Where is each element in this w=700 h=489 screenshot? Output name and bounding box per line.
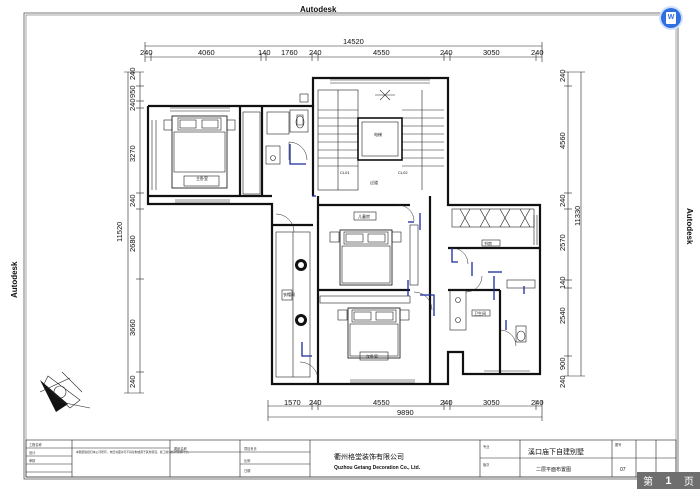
dim-bottom-4: 3050 <box>483 398 500 407</box>
right-rooms: 书房 卫生间 <box>449 208 536 347</box>
tb-cell-2: 审核 <box>29 458 36 463</box>
dim-right-3: 2570 <box>558 234 567 251</box>
dim-left-4: 240 <box>128 194 137 207</box>
label-c2: CL02 <box>398 170 408 175</box>
watermark-right: Autodesk <box>685 208 694 245</box>
wardrobe-column: 衣帽间 <box>275 213 319 381</box>
tb-cell-3: 图纸名称 <box>174 446 188 451</box>
dim-top-8: 240 <box>531 48 544 57</box>
dim-bottom-0: 1570 <box>284 398 301 407</box>
dim-right-0: 240 <box>558 69 567 82</box>
dim-right-total: 11330 <box>573 206 582 226</box>
label-c1: CL01 <box>340 170 350 175</box>
dim-left-1: 950 <box>128 85 137 98</box>
tb-cell-4: 项目负责 <box>244 446 257 451</box>
room-laundry: 衣帽间 <box>283 291 295 297</box>
dim-left-7: 240 <box>128 375 137 388</box>
dim-bottom-1: 240 <box>309 398 322 407</box>
north-arrow <box>39 371 91 412</box>
room-hall: 过道 <box>370 179 378 185</box>
tb-cell-6: 比例 <box>244 458 250 463</box>
page-prefix: 第 <box>643 477 654 488</box>
tb-cell-0: 工程名称 <box>29 442 43 447</box>
dim-top-total: 14520 <box>343 37 364 46</box>
room-bath: 卫生间 <box>474 310 486 316</box>
dim-top-2: 140 <box>258 48 271 57</box>
bottom-dimensions: 1570 240 4550 240 3050 240 9890 <box>267 398 544 421</box>
dim-top-0: 240 <box>140 48 153 57</box>
tb-cell-8: 专业 <box>483 444 489 449</box>
dim-left-0: 240 <box>128 67 137 80</box>
dim-top-5: 4550 <box>373 48 390 57</box>
room-elevator: 电梯 <box>374 131 382 137</box>
tb-cell-5: 图号 <box>615 442 621 447</box>
dim-right-5: 2540 <box>558 307 567 324</box>
room-bed3: 次卧室 <box>366 353 378 359</box>
company-name-cn: 衢州格堂装饰有限公司 <box>334 452 404 461</box>
dim-top-6: 240 <box>440 48 453 57</box>
tb-cell-7: 日期 <box>244 468 250 473</box>
document-icon: W <box>666 12 676 24</box>
dim-right-1: 4560 <box>558 132 567 149</box>
dim-right-7: 240 <box>558 375 567 388</box>
page-number: 1 <box>665 474 672 487</box>
watermark-left: Autodesk <box>10 261 19 298</box>
master-bath <box>242 93 309 195</box>
dim-bottom-2: 4550 <box>373 398 390 407</box>
dim-left-2: 240 <box>128 98 137 111</box>
project-name: 溪口庙下自建别墅 <box>528 447 584 456</box>
dim-top-4: 240 <box>309 48 322 57</box>
watermark-top: Autodesk <box>300 5 337 14</box>
dim-bottom-3: 240 <box>440 398 453 407</box>
room-master: 主卧室 <box>196 175 208 181</box>
dim-bottom-5: 240 <box>531 398 544 407</box>
windows <box>151 79 538 383</box>
dim-top-3: 1760 <box>281 48 298 57</box>
page-suffix: 页 <box>683 477 694 488</box>
blue-lines <box>289 144 525 357</box>
master-bedroom: 主卧室 <box>163 115 236 189</box>
room-study: 书房 <box>484 240 492 246</box>
dim-right-2: 240 <box>558 194 567 207</box>
right-dimensions: 240 4560 240 2570 140 2540 900 240 11330 <box>558 69 585 388</box>
dim-bottom-total: 9890 <box>397 408 414 417</box>
exterior-walls <box>146 76 542 386</box>
stair-elevator: 电梯 过道 CL01 CL02 <box>317 89 444 191</box>
bedroom-3: 次卧室 <box>319 291 433 361</box>
left-dimensions: 240 950 240 3270 240 2680 3660 240 11520 <box>115 67 144 394</box>
top-dimensions: 14520 240 4060 140 1760 240 4550 240 305… <box>140 37 544 62</box>
company-name-en: Quzhou Getang Decoration Co., Ltd. <box>334 465 421 471</box>
sheet-number: 07 <box>620 467 626 473</box>
title-block: 工程名称 设计 审核 图纸名称 项目负责 比例 日期 专业 版次 图号 本图纸版… <box>25 439 677 478</box>
tb-cell-9: 版次 <box>483 462 490 467</box>
bedroom-2: 儿童房 <box>329 204 419 286</box>
drawing-frame <box>23 12 679 480</box>
dim-top-7: 3050 <box>483 48 500 57</box>
dim-left-3: 3270 <box>128 145 137 162</box>
viewer-app-icon[interactable]: W <box>661 8 681 28</box>
dim-right-4: 140 <box>558 276 567 289</box>
room-bed2: 儿童房 <box>358 213 370 219</box>
dim-left-5: 2680 <box>128 235 137 252</box>
drawing-name: 二层平面布置图 <box>536 466 571 473</box>
dim-top-1: 4060 <box>198 48 215 57</box>
tb-cell-1: 设计 <box>29 450 36 455</box>
tb-note: 本图纸版权归本公司所有，未经书面许可不得复制或用于其他项目，施工前请核对现场尺寸… <box>76 450 191 454</box>
dim-right-6: 900 <box>558 357 567 370</box>
page-indicator[interactable]: 第 1 页 <box>637 472 700 489</box>
dim-left-6: 3660 <box>128 319 137 336</box>
dim-left-total: 11520 <box>115 222 124 242</box>
